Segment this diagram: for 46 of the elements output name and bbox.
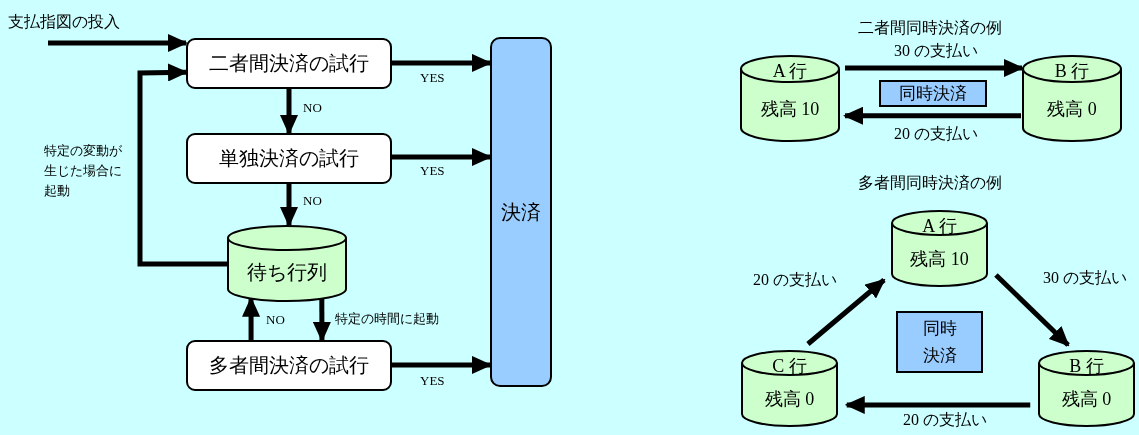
arrow	[137, 63, 227, 267]
process-box: 多者間決済の試行	[186, 340, 392, 391]
process-box: 二者間決済の試行	[186, 38, 392, 89]
arrow	[280, 184, 298, 227]
arrow	[806, 278, 886, 346]
arrow	[843, 106, 1021, 125]
balance-text: 残高 0	[763, 388, 816, 411]
arrow	[48, 34, 188, 52]
edge-label: 20 の支払い	[902, 410, 988, 430]
edge-label: 支払指図の投入	[8, 12, 121, 33]
balance-text: 残高 10	[909, 248, 970, 271]
arrow	[312, 298, 331, 342]
edge-label: 特定の時間に起動	[335, 310, 440, 328]
arrow	[392, 148, 492, 167]
edge-label: 30 の支払い	[1042, 268, 1128, 288]
edge-label: 20 の支払い	[893, 124, 979, 144]
edge-label: NO	[266, 312, 286, 328]
arrow	[845, 59, 1024, 77]
process-box: 単独決済の試行	[186, 133, 392, 184]
bank-name: A 行	[771, 60, 809, 83]
settlement-box: 同時決済	[896, 311, 983, 373]
example-title: 二者間同時決済の例	[857, 18, 1003, 39]
balance-text: 残高 0	[1046, 98, 1098, 121]
edge-label: NO	[303, 100, 323, 116]
arrow	[392, 53, 492, 72]
example-title: 多者間同時決済の例	[857, 173, 1003, 194]
edge-label: 特定の変動が生じた場合に起動	[44, 142, 123, 200]
arrow	[844, 396, 1031, 414]
edge-label: YES	[420, 163, 446, 179]
arrow	[280, 89, 298, 135]
settlement-box: 同時決済	[879, 80, 987, 107]
edge-label: 20 の支払い	[752, 270, 838, 290]
settlement-bar: 決済	[490, 37, 552, 387]
arrow	[994, 273, 1070, 347]
arrow	[392, 355, 492, 374]
edge-label: NO	[303, 193, 323, 209]
balance-text: 残高 0	[1060, 388, 1113, 411]
edge-label: YES	[420, 373, 446, 389]
edge-label: YES	[420, 70, 446, 86]
balance-text: 残高 10	[759, 98, 821, 121]
bank-name: B 行	[1068, 355, 1105, 378]
edge-label: 30 の支払い	[893, 41, 979, 61]
bank-name: C 行	[771, 355, 808, 378]
bank-name: B 行	[1053, 60, 1091, 83]
queue-label: 待ち行列	[246, 260, 328, 284]
bank-name: A 行	[921, 215, 958, 238]
